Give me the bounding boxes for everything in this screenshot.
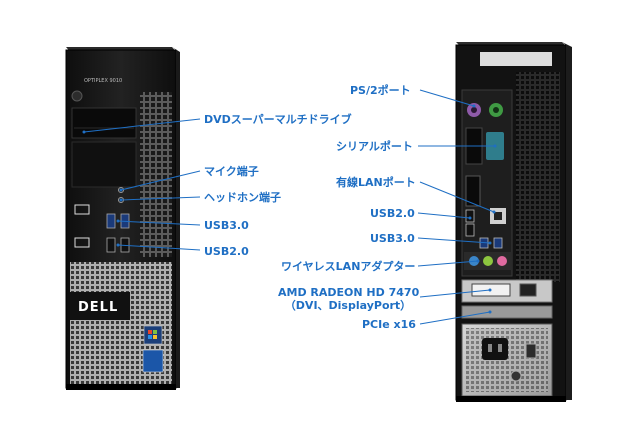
leader-lines (83, 89, 495, 325)
label-ps2-port: PS/2ポート (350, 84, 411, 97)
power-button-icon (71, 90, 83, 102)
service-tag-sticker (480, 52, 552, 66)
dvd-rw-logo-icon (74, 237, 90, 248)
front-tower (65, 47, 180, 390)
label-gpu: AMD RADEON HD 7470 （DVI、DisplayPort） (278, 286, 420, 312)
usb2-port-icon (465, 209, 475, 223)
dvd-logo-icon (74, 204, 90, 215)
label-back-usb2: USB2.0 (370, 207, 415, 220)
label-front-usb2: USB2.0 (204, 245, 249, 258)
leader-arrowheads (82, 104, 497, 314)
ac-inlet-icon (482, 338, 508, 360)
label-back-usb3: USB3.0 (370, 232, 415, 245)
line-out-jack-icon (483, 256, 493, 266)
optical-drive-bay (71, 107, 137, 139)
pcie-slot-cover (461, 305, 553, 319)
label-headphone-jack: ヘッドホン端子 (204, 191, 281, 204)
mic-in-jack-icon (497, 256, 507, 266)
label-wireless-lan: ワイヤレスLANアダプター (281, 260, 416, 273)
usb3-port-icon (106, 213, 116, 229)
label-gpu-ports: （DVI、DisplayPort） (284, 299, 412, 312)
label-lan-port: 有線LANポート (336, 176, 416, 189)
dell-logo-plate (70, 292, 130, 320)
label-dvd-drive: DVDスーパーマルチドライブ (204, 113, 352, 126)
usb3-port-icon (493, 237, 503, 249)
usb2-port-icon (465, 223, 475, 237)
model-badge: OPTIPLEX 9010 (84, 78, 123, 84)
intel-badge-icon (142, 349, 164, 373)
label-gpu-model: AMD RADEON HD 7470 (278, 286, 420, 299)
back-tower (455, 42, 572, 402)
usb2-port-icon (106, 237, 116, 253)
psu-test-button-icon (525, 343, 537, 359)
label-serial-port: シリアルポート (336, 140, 413, 153)
label-pcie: PCIe x16 (362, 318, 416, 331)
displayport-icon (519, 283, 537, 297)
dell-logo: DELL (78, 300, 119, 315)
label-front-usb3: USB3.0 (204, 219, 249, 232)
label-mic-jack: マイク端子 (204, 165, 259, 178)
